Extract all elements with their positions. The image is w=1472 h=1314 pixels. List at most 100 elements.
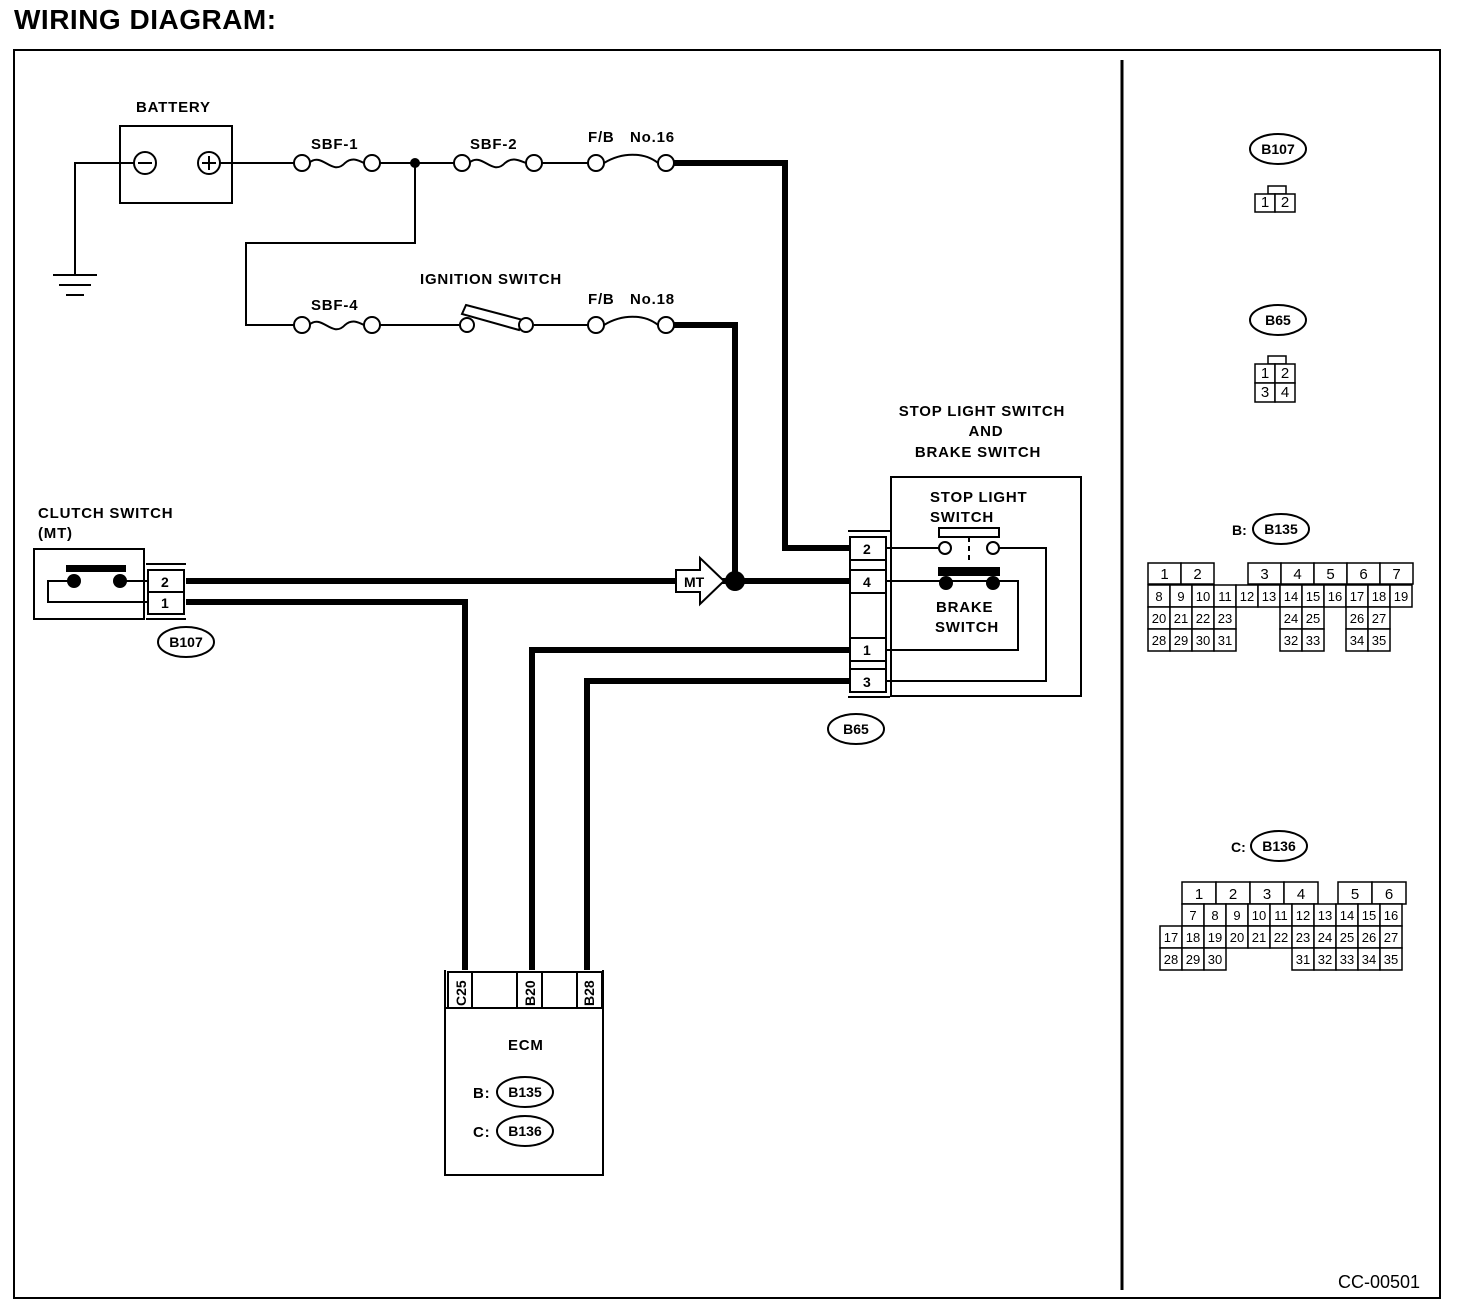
panel-b107-oval [1249,133,1307,165]
ecm-label: ECM [508,1037,544,1054]
pin-cell [1379,562,1414,585]
stop-brake-label-1: STOP LIGHT SWITCH [899,403,1065,420]
ecm-pin-c25: C25 [453,980,469,1006]
pin-number: 4 [1281,384,1289,401]
mt-label: MT [684,574,705,590]
panel-b107-tag: B107 [1261,141,1295,157]
fuse-sbf-2 [453,154,543,172]
panel-b65-tag: B65 [1265,312,1291,328]
pin-number: 15 [1362,908,1376,923]
fb16-label-b: No.16 [630,129,675,146]
pin-number: 2 [1281,365,1289,382]
pin-number: 14 [1284,589,1298,604]
pin-number: 33 [1306,633,1320,648]
pin-number: 10 [1196,589,1210,604]
pin-number: 21 [1252,930,1266,945]
pin-number: 23 [1296,930,1310,945]
ecm-b135-tag: B135 [508,1084,542,1100]
pin-number: 16 [1384,908,1398,923]
pin-number: 28 [1164,952,1178,967]
pin-cell [1203,947,1227,971]
pin-number: 21 [1174,611,1188,626]
pin-number: 8 [1211,908,1218,923]
pin-number: 22 [1196,611,1210,626]
ecm-b136-oval [496,1115,554,1147]
pin-number: 1 [1261,194,1269,211]
fuse-fb-18 [587,315,675,334]
ignition-switch-label: IGNITION SWITCH [420,271,562,288]
pin-number: 33 [1340,952,1354,967]
stop-light-label-2: SWITCH [930,509,994,526]
pin-number: 32 [1318,952,1332,967]
pin-number: 18 [1372,589,1386,604]
pin-number: 12 [1296,908,1310,923]
b65-pin-1: 1 [863,642,871,658]
b65-view-key [1267,355,1287,365]
pin-number: 35 [1372,633,1386,648]
pin-cell [1274,382,1296,403]
pin-number: 9 [1233,908,1240,923]
pin-number: 27 [1384,930,1398,945]
pin-number: 25 [1340,930,1354,945]
pin-number: 5 [1351,886,1359,903]
ecm-pin-b28: B28 [581,980,597,1006]
pin-number: 20 [1230,930,1244,945]
pin-number: 7 [1189,908,1196,923]
clutch-switch-label-2: (MT) [38,525,73,542]
pin-number: 24 [1284,611,1298,626]
b65-pin-3: 3 [863,674,871,690]
pin-number: 12 [1240,589,1254,604]
panel-b136-tag: B136 [1262,838,1296,854]
ecm-b135-oval [496,1076,554,1108]
pin-cell [1274,193,1296,213]
pin-number: 30 [1196,633,1210,648]
pin-number: 3 [1263,886,1271,903]
panel-b136-prefix: C: [1231,839,1246,855]
ecm-c-prefix: C: [473,1124,490,1141]
pin-number: 10 [1252,908,1266,923]
pin-cell [1180,562,1215,585]
pin-number: 2 [1193,566,1201,583]
battery-label: BATTERY [136,99,211,116]
splice-point [410,158,420,168]
pin-number: 11 [1218,589,1232,604]
thick-wires [186,160,850,970]
fuse-sbf-4 [293,316,381,334]
pin-number: 1 [1195,886,1203,903]
pin-cell [1389,584,1413,608]
stop-light-label-1: STOP LIGHT [930,489,1027,506]
pin-number: 16 [1328,589,1342,604]
pin-number: 35 [1384,952,1398,967]
ecm-pin-b20: B20 [522,980,538,1006]
pin-number: 2 [1281,194,1289,211]
panel-b65-oval [1249,304,1307,336]
mt-arrow [675,555,726,607]
pin-number: 29 [1186,952,1200,967]
pin-number: 9 [1177,589,1184,604]
b65-pin-4: 4 [863,574,871,590]
pin-number: 29 [1174,633,1188,648]
pin-number: 34 [1350,633,1364,648]
stop-brake-label-2: AND [969,423,1004,440]
clutch-switch-label-1: CLUTCH SWITCH [38,505,173,522]
b107-tag: B107 [169,634,203,650]
pin-number: 25 [1306,611,1320,626]
pin-number: 23 [1218,611,1232,626]
pin-number: 19 [1208,930,1222,945]
fuse-sbf-1 [293,154,381,172]
pin-number: 22 [1274,930,1288,945]
pin-number: 8 [1155,589,1162,604]
pin-number: 32 [1284,633,1298,648]
pin-number: 7 [1392,566,1400,583]
ecm-b136-tag: B136 [508,1123,542,1139]
pin-number: 24 [1318,930,1332,945]
stop-brake-switch-body [887,476,1082,697]
b107-tag-oval [157,626,215,658]
pin-number: 2 [1229,886,1237,903]
pin-number: 19 [1394,589,1408,604]
pin-number: 4 [1293,566,1301,583]
pin-cell [1367,628,1391,652]
